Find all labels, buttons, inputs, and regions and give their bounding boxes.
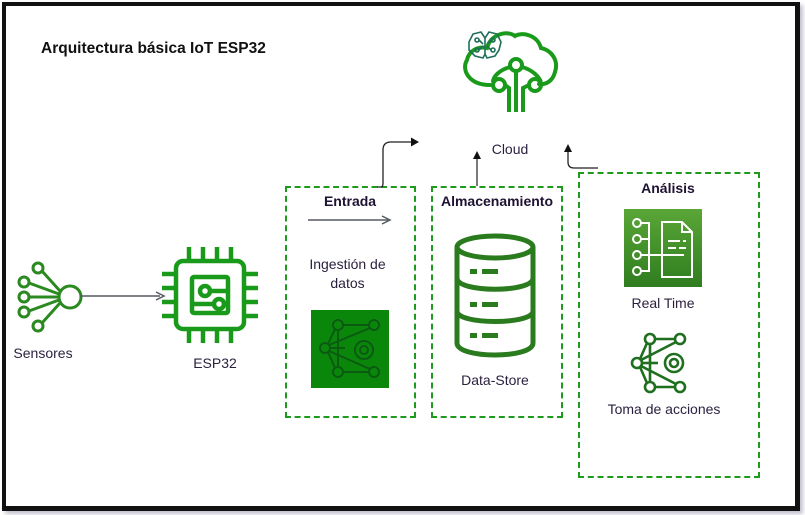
ingestion-label: Ingestión de datos [309,256,386,291]
diagram-title: Arquitectura básica IoT ESP32 [41,40,266,57]
edge-almacenamiento-cloud [473,151,481,186]
group-analisis [578,172,760,478]
microchip-icon [162,247,258,343]
group-analisis-label: Análisis [641,180,695,196]
edge-analisis-cloud [564,144,598,169]
cloud-ai-icon [463,31,558,112]
datastore-label: Data-Store [461,372,529,388]
group-entrada-label: Entrada [323,193,377,209]
edge-sensores-esp32 [80,291,166,301]
sensores-label: Sensores [13,345,73,361]
group-almacenamiento [431,186,563,418]
realtime-label: Real Time [631,295,695,311]
database-icon [454,233,536,358]
network-gear-icon [630,332,687,394]
esp32-label: ESP32 [193,355,237,371]
group-entrada [285,186,416,418]
group-almacenamiento-label: Almacenamiento [440,193,554,209]
edge-entrada-cloud [377,137,419,188]
sensor-hub-icon [17,261,83,333]
realtime-document-icon [624,209,702,287]
entrada-flow-arrow [308,215,392,225]
actions-label: Toma de acciones [607,401,721,417]
ml-network-gear-icon [311,310,389,388]
cloud-label: Cloud [491,141,529,157]
